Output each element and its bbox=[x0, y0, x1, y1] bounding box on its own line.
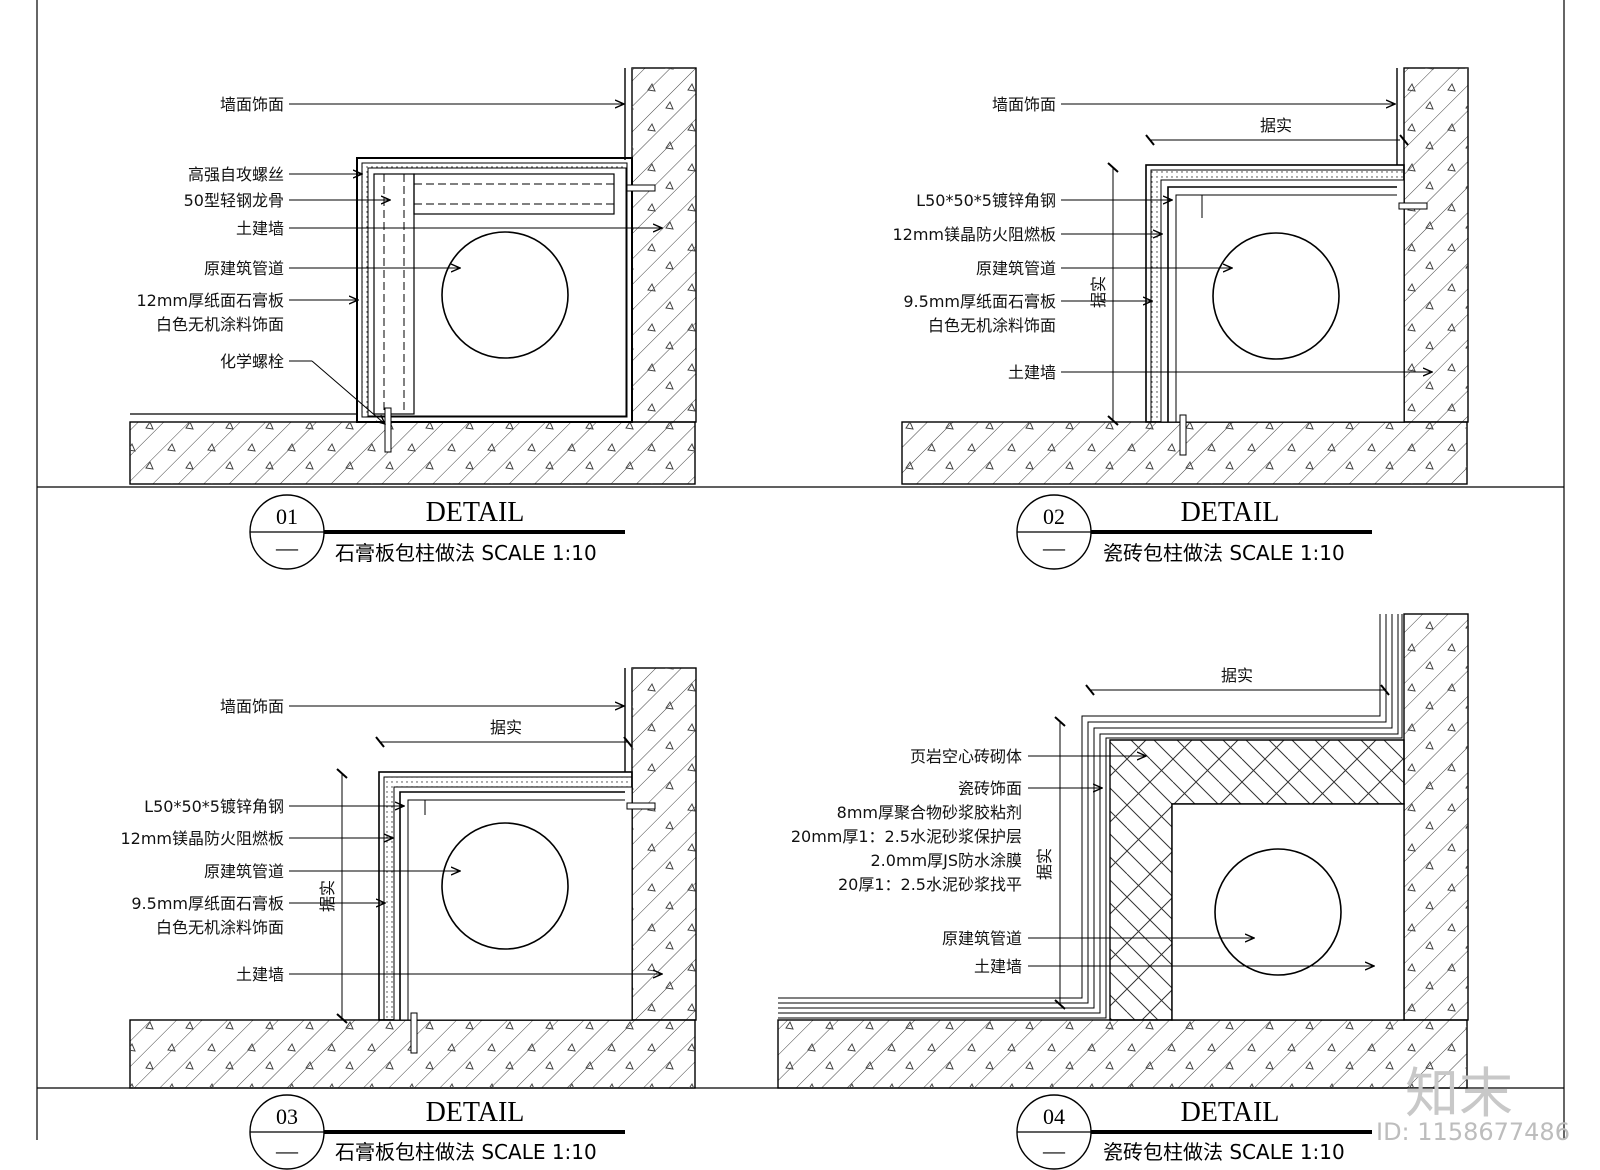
detail-02-title-block: 02 — DETAIL 瓷砖包柱做法 SCALE 1:10 bbox=[1016, 494, 1372, 570]
label-light-steel-keel: 50型轻钢龙骨 bbox=[184, 191, 284, 210]
detail-02-dim-horizontal: 据实 bbox=[1260, 116, 1292, 135]
watermark-id: ID: 1158677486 bbox=[1376, 1118, 1570, 1146]
label-self-tapping-screw: 高强自攻螺丝 bbox=[188, 165, 284, 184]
detail-04-dim-horizontal: 据实 bbox=[1221, 666, 1253, 685]
detail-04-subtitle: 瓷砖包柱做法 SCALE 1:10 bbox=[1103, 1140, 1345, 1164]
label-original-pipe: 原建筑管道 bbox=[976, 259, 1056, 278]
detail-01-number: 01 bbox=[276, 504, 298, 529]
detail-01-heading: DETAIL bbox=[426, 497, 525, 528]
label-mortar-protection: 20mm厚1：2.5水泥砂浆保护层 bbox=[791, 827, 1022, 846]
label-civil-wall: 土建墙 bbox=[236, 965, 284, 984]
label-fireproof-board: 12mm镁晶防火阻燃板 bbox=[892, 225, 1056, 244]
label-tile-finish: 瓷砖饰面 bbox=[958, 779, 1022, 798]
detail-01-title-block: 01 — DETAIL 石膏板包柱做法 SCALE 1:10 bbox=[249, 494, 625, 570]
detail-01-leaders bbox=[289, 104, 662, 424]
detail-03-subtitle: 石膏板包柱做法 SCALE 1:10 bbox=[335, 1140, 597, 1164]
watermark-logo: 知末 bbox=[1405, 1062, 1513, 1125]
detail-01-labels: 墙面饰面 高强自攻螺丝 50型轻钢龙骨 土建墙 原建筑管道 12mm厚纸面石膏板… bbox=[136, 95, 284, 371]
label-original-pipe: 原建筑管道 bbox=[204, 862, 284, 881]
detail-02-leaders bbox=[1061, 104, 1432, 372]
detail-03-dim-horizontal: 据实 bbox=[490, 718, 522, 737]
label-polymer-mortar: 8mm厚聚合物砂浆胶粘剂 bbox=[837, 803, 1022, 822]
detail-04-number: 04 bbox=[1043, 1104, 1065, 1129]
label-original-pipe: 原建筑管道 bbox=[942, 929, 1022, 948]
detail-04-drawing: 据实 据实 bbox=[777, 613, 1469, 1089]
label-civil-wall: 土建墙 bbox=[974, 957, 1022, 976]
detail-01-subtitle: 石膏板包柱做法 SCALE 1:10 bbox=[335, 541, 597, 565]
label-galvanized-angle: L50*50*5镀锌角钢 bbox=[144, 797, 284, 816]
watermark: 知末 ID: 1158677486 bbox=[1376, 1062, 1570, 1146]
label-original-pipe: 原建筑管道 bbox=[204, 259, 284, 278]
detail-03-number: 03 bbox=[276, 1104, 298, 1129]
detail-04-sub-mark: — bbox=[1042, 1138, 1066, 1163]
detail-02-labels: 墙面饰面 L50*50*5镀锌角钢 12mm镁晶防火阻燃板 原建筑管道 9.5m… bbox=[892, 95, 1056, 382]
detail-01-drawing bbox=[129, 67, 697, 485]
detail-02-subtitle: 瓷砖包柱做法 SCALE 1:10 bbox=[1103, 541, 1345, 565]
detail-02-number: 02 bbox=[1043, 504, 1065, 529]
detail-03-title-block: 03 — DETAIL 石膏板包柱做法 SCALE 1:10 bbox=[249, 1094, 625, 1170]
detail-02-heading: DETAIL bbox=[1181, 497, 1280, 528]
detail-02-drawing: 据实 据实 bbox=[901, 67, 1469, 485]
label-hollow-brick: 页岩空心砖砌体 bbox=[910, 747, 1022, 766]
label-fireproof-board: 12mm镁晶防火阻燃板 bbox=[120, 829, 284, 848]
detail-03-sub-mark: — bbox=[275, 1138, 299, 1163]
detail-02-dim-vertical: 据实 bbox=[1089, 276, 1108, 308]
label-gypsum-board: 9.5mm厚纸面石膏板 bbox=[903, 292, 1056, 311]
label-gypsum-board: 12mm厚纸面石膏板 bbox=[136, 291, 284, 310]
detail-03-drawing: 据实 据实 bbox=[129, 667, 697, 1089]
label-civil-wall: 土建墙 bbox=[1008, 363, 1056, 382]
label-chemical-bolt: 化学螺栓 bbox=[220, 352, 284, 371]
label-mortar-leveling: 20厚1：2.5水泥砂浆找平 bbox=[838, 875, 1022, 894]
label-coating-finish: 白色无机涂料饰面 bbox=[156, 918, 284, 937]
detail-03-labels: 墙面饰面 L50*50*5镀锌角钢 12mm镁晶防火阻燃板 原建筑管道 9.5m… bbox=[120, 697, 284, 984]
label-js-waterproof: 2.0mm厚JS防水涂膜 bbox=[871, 851, 1023, 870]
detail-04-leaders bbox=[1028, 756, 1374, 966]
detail-01-sub-mark: — bbox=[275, 535, 299, 560]
label-galvanized-angle: L50*50*5镀锌角钢 bbox=[916, 191, 1056, 210]
detail-02-sub-mark: — bbox=[1042, 535, 1066, 560]
detail-04-labels: 页岩空心砖砌体 瓷砖饰面 8mm厚聚合物砂浆胶粘剂 20mm厚1：2.5水泥砂浆… bbox=[791, 747, 1022, 976]
label-civil-wall: 土建墙 bbox=[236, 219, 284, 238]
label-wall-finish: 墙面饰面 bbox=[220, 95, 284, 114]
detail-03-heading: DETAIL bbox=[426, 1097, 525, 1128]
detail-04-heading: DETAIL bbox=[1181, 1097, 1280, 1128]
detail-04-title-block: 04 — DETAIL 瓷砖包柱做法 SCALE 1:10 bbox=[1016, 1094, 1372, 1170]
label-wall-finish: 墙面饰面 bbox=[992, 95, 1056, 114]
detail-03-dim-vertical: 据实 bbox=[318, 880, 337, 912]
label-coating-finish: 白色无机涂料饰面 bbox=[156, 315, 284, 334]
label-gypsum-board: 9.5mm厚纸面石膏板 bbox=[131, 894, 284, 913]
detail-03-leaders bbox=[289, 706, 662, 974]
label-wall-finish: 墙面饰面 bbox=[220, 697, 284, 716]
label-coating-finish: 白色无机涂料饰面 bbox=[928, 316, 1056, 335]
detail-04-dim-vertical: 据实 bbox=[1035, 848, 1054, 880]
